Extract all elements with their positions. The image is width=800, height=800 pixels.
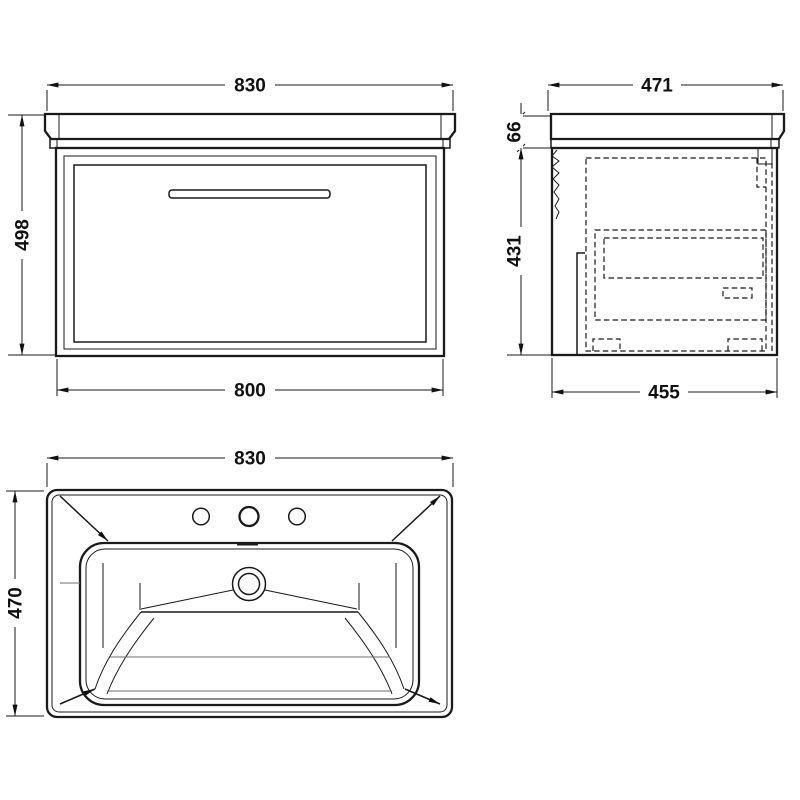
dim-label-side-counter: 66 xyxy=(505,121,526,142)
tap-hole-center xyxy=(238,505,260,528)
front-dim-width-top: 830 xyxy=(46,76,454,111)
plan-view: 830 470 xyxy=(6,449,454,719)
extension-line xyxy=(46,90,454,111)
dim-label-plan-top: 830 xyxy=(234,449,266,470)
side-dim-width-top: 471 xyxy=(547,76,784,111)
side-dim-cabinet-height: 431 xyxy=(505,147,551,356)
dim-label-bg xyxy=(225,381,275,399)
extension-line xyxy=(547,90,784,111)
drawer-box-dashed xyxy=(594,229,767,321)
front-cabinet xyxy=(54,146,446,358)
dim-label-bg xyxy=(505,114,523,150)
side-hidden-lines xyxy=(585,157,773,352)
bowl-rim-outer xyxy=(78,541,421,707)
handle-dashed xyxy=(722,287,753,299)
tap-hole-left xyxy=(191,507,211,526)
countertop-lip xyxy=(550,138,780,149)
dim-label-side-left: 431 xyxy=(505,235,526,267)
diagonal-bottom-right xyxy=(404,688,441,705)
dim-label-front-top: 830 xyxy=(234,76,266,97)
tap-holes xyxy=(191,505,307,546)
apron-curve-left-outer xyxy=(94,611,142,690)
basin-outer xyxy=(45,488,454,719)
dim-label-bg xyxy=(505,227,523,275)
basin-outer-edge xyxy=(45,488,454,719)
dim-label-side-top: 471 xyxy=(641,76,673,97)
dim-label-plan-left: 470 xyxy=(6,587,27,619)
dim-label-front-bottom: 800 xyxy=(234,381,266,402)
apron-curve-right-inner xyxy=(344,617,393,695)
drawer-front xyxy=(73,164,427,343)
extension-line xyxy=(46,463,454,487)
front-view: 830 498 800 xyxy=(8,76,457,402)
bowl-rim-inner xyxy=(85,548,414,700)
dim-label-bg xyxy=(13,211,31,259)
drawer-box-inner-dashed xyxy=(603,237,764,279)
extension-line xyxy=(6,490,44,717)
front-countertop xyxy=(43,112,457,149)
tap-hole-right xyxy=(287,507,307,526)
diagonal-bottom-left xyxy=(59,688,96,705)
dim-label-side-bottom: 455 xyxy=(648,383,680,404)
wall-bracket-squiggle xyxy=(551,149,560,220)
plan-dim-depth-left: 470 xyxy=(6,490,44,717)
countertop-top-band xyxy=(43,112,457,141)
runner-left-dashed xyxy=(592,338,621,351)
side-cabinet xyxy=(550,146,779,357)
dim-label-bg xyxy=(225,449,275,467)
back-rail-notch xyxy=(757,149,773,165)
dim-label-bg xyxy=(640,383,688,401)
runner-right-dashed xyxy=(727,338,763,351)
apron-curve-left-inner xyxy=(106,617,155,695)
cabinet-outer xyxy=(54,146,446,358)
drain-slope-right xyxy=(264,589,358,610)
apron-curve-right-outer xyxy=(357,611,405,690)
drain-slope-left xyxy=(140,589,234,610)
drain-inner xyxy=(237,572,261,596)
corner-diagonals xyxy=(59,495,441,705)
drawer-cavity-dashed xyxy=(585,157,767,352)
extension-line xyxy=(8,114,55,356)
side-dim-counter-height: 66 xyxy=(505,103,551,166)
bowl-rim xyxy=(78,541,421,707)
countertop-top-band xyxy=(549,112,786,141)
dim-label-bg xyxy=(633,76,681,94)
diagonal-top-left xyxy=(59,495,109,542)
top-right-step-dashed xyxy=(756,158,766,188)
drawer-handle xyxy=(168,189,331,199)
dim-label-bg xyxy=(6,579,24,627)
countertop-lip xyxy=(49,138,451,149)
front-dim-height-left: 498 xyxy=(8,114,55,356)
basin-outer-inner-line xyxy=(51,494,448,713)
diagonal-top-right xyxy=(391,495,441,542)
plan-dim-width-top: 830 xyxy=(46,449,454,487)
front-dim-width-bottom: 800 xyxy=(56,359,444,402)
side-view: 471 66 431 455 xyxy=(505,76,786,404)
side-dim-width-bottom: 455 xyxy=(551,358,778,404)
side-step xyxy=(576,252,585,355)
dim-label-bg xyxy=(225,76,275,94)
dim-label-front-left: 498 xyxy=(13,219,34,251)
cabinet-inner-frame xyxy=(63,155,437,350)
drain-outer xyxy=(231,566,267,602)
side-countertop xyxy=(549,112,786,149)
cabinet-side-outer xyxy=(550,146,779,357)
bowl-interior xyxy=(60,563,405,695)
